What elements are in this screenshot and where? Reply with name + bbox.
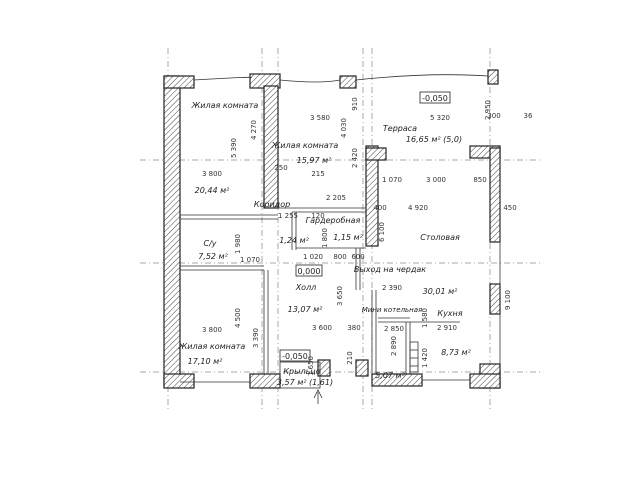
level-marks: -0,050 0,000 -0,050 <box>279 91 451 362</box>
attic-exit-label: Выход на чердак <box>354 265 426 274</box>
room-living1-name: Жилая комната <box>191 101 259 110</box>
dim-label: 600 <box>351 253 364 261</box>
room-living1-area: 20,44 м² <box>195 186 230 195</box>
dim-label: 2 420 <box>351 148 359 168</box>
dim-label: 2 950 <box>484 100 492 120</box>
dim-label: 4 270 <box>250 120 258 140</box>
dim-label: 9 100 <box>504 290 512 310</box>
room-dining-area: 30,01 м² <box>423 287 458 296</box>
dim-label: 210 <box>346 351 354 364</box>
dimension-labels: 3 800 5 390 4 270 3 580 4 030 910 2 420 … <box>202 97 533 376</box>
dim-label: 215 <box>311 170 324 178</box>
dim-label: 4 920 <box>408 204 428 212</box>
dim-label: 1 070 <box>382 176 402 184</box>
dim-label: 1 980 <box>234 234 242 254</box>
dim-label: 300 <box>487 112 500 120</box>
dim-label: 1 650 <box>307 356 315 376</box>
walls <box>163 69 501 404</box>
dim-label: 5 390 <box>230 138 238 158</box>
dim-label: 36 <box>524 112 533 120</box>
level-hall: 0,000 <box>298 267 321 276</box>
room-wardrobe-area: 1,15 м² <box>333 233 363 242</box>
dim-label: 400 <box>373 204 386 212</box>
dim-label: 3 580 <box>310 114 330 122</box>
dim-label: 450 <box>503 204 516 212</box>
dim-label: 1 580 <box>421 308 429 328</box>
dim-label: 6 100 <box>378 222 386 242</box>
room-hall-area: 13,07 м² <box>288 305 323 314</box>
room-living3-name: Жилая комната <box>178 342 246 351</box>
room-bath-area: 7,52 м² <box>198 252 228 261</box>
dim-label: 2 890 <box>390 336 398 356</box>
room-terrace-name: Терраса <box>383 124 417 133</box>
level-porch: -0,050 <box>282 352 308 361</box>
room-living2-name: Жилая комната <box>271 141 339 150</box>
room-dining-name: Столовая <box>420 233 460 242</box>
room-wardrobe-name: Гардеробная <box>306 216 361 225</box>
dim-label: 910 <box>351 97 359 110</box>
dim-label: 2 850 <box>384 325 404 333</box>
dim-label: 1 020 <box>303 253 323 261</box>
dim-label: 380 <box>347 324 360 332</box>
room-corridor-name: Коридор <box>254 200 290 209</box>
dim-label: 3 650 <box>336 286 344 306</box>
dim-label: 4 500 <box>234 308 242 328</box>
dim-label: 1 800 <box>321 228 329 248</box>
dim-label: 3 000 <box>426 176 446 184</box>
room-boiler-area: 5,07 м² <box>375 371 405 380</box>
dim-label: 5 320 <box>430 114 450 122</box>
dim-label: 800 <box>333 253 346 261</box>
dim-label: 3 390 <box>252 328 260 348</box>
dim-label: 250 <box>274 164 287 172</box>
room-living3-area: 17,10 м² <box>188 357 223 366</box>
dim-label: 4 030 <box>340 118 348 138</box>
dim-label: 2 390 <box>382 284 402 292</box>
dim-label: 2 205 <box>326 194 346 202</box>
dim-label: 2 910 <box>437 324 457 332</box>
room-boiler-name: Мини котельная <box>362 306 423 314</box>
room-kitchen-name: Кухня <box>437 309 462 318</box>
room-bath-name: С/у <box>203 239 216 248</box>
dim-label: 1 420 <box>421 348 429 368</box>
dim-label: 120 <box>311 212 324 220</box>
level-terrace: -0,050 <box>422 94 448 103</box>
dim-label: 3 800 <box>202 326 222 334</box>
room-hall-name: Холл <box>295 283 317 292</box>
room-labels: Жилая комната 20,44 м² Жилая комната 15,… <box>178 101 472 387</box>
room-closet-area: 1,24 м² <box>279 236 309 245</box>
room-kitchen-area: 8,73 м² <box>441 348 471 357</box>
dim-label: 850 <box>473 176 486 184</box>
room-living2-area: 15,97 м² <box>297 156 332 165</box>
dim-label: 1 255 <box>278 212 298 220</box>
dim-label: 3 800 <box>202 170 222 178</box>
dim-label: 3 600 <box>312 324 332 332</box>
room-porch-name: Крыльцо <box>283 367 320 376</box>
dim-label: 1 070 <box>240 256 260 264</box>
room-terrace-area: 16,65 м² (5,0) <box>406 135 462 144</box>
room-porch-area: 3,57 м² (1,61) <box>277 378 333 387</box>
